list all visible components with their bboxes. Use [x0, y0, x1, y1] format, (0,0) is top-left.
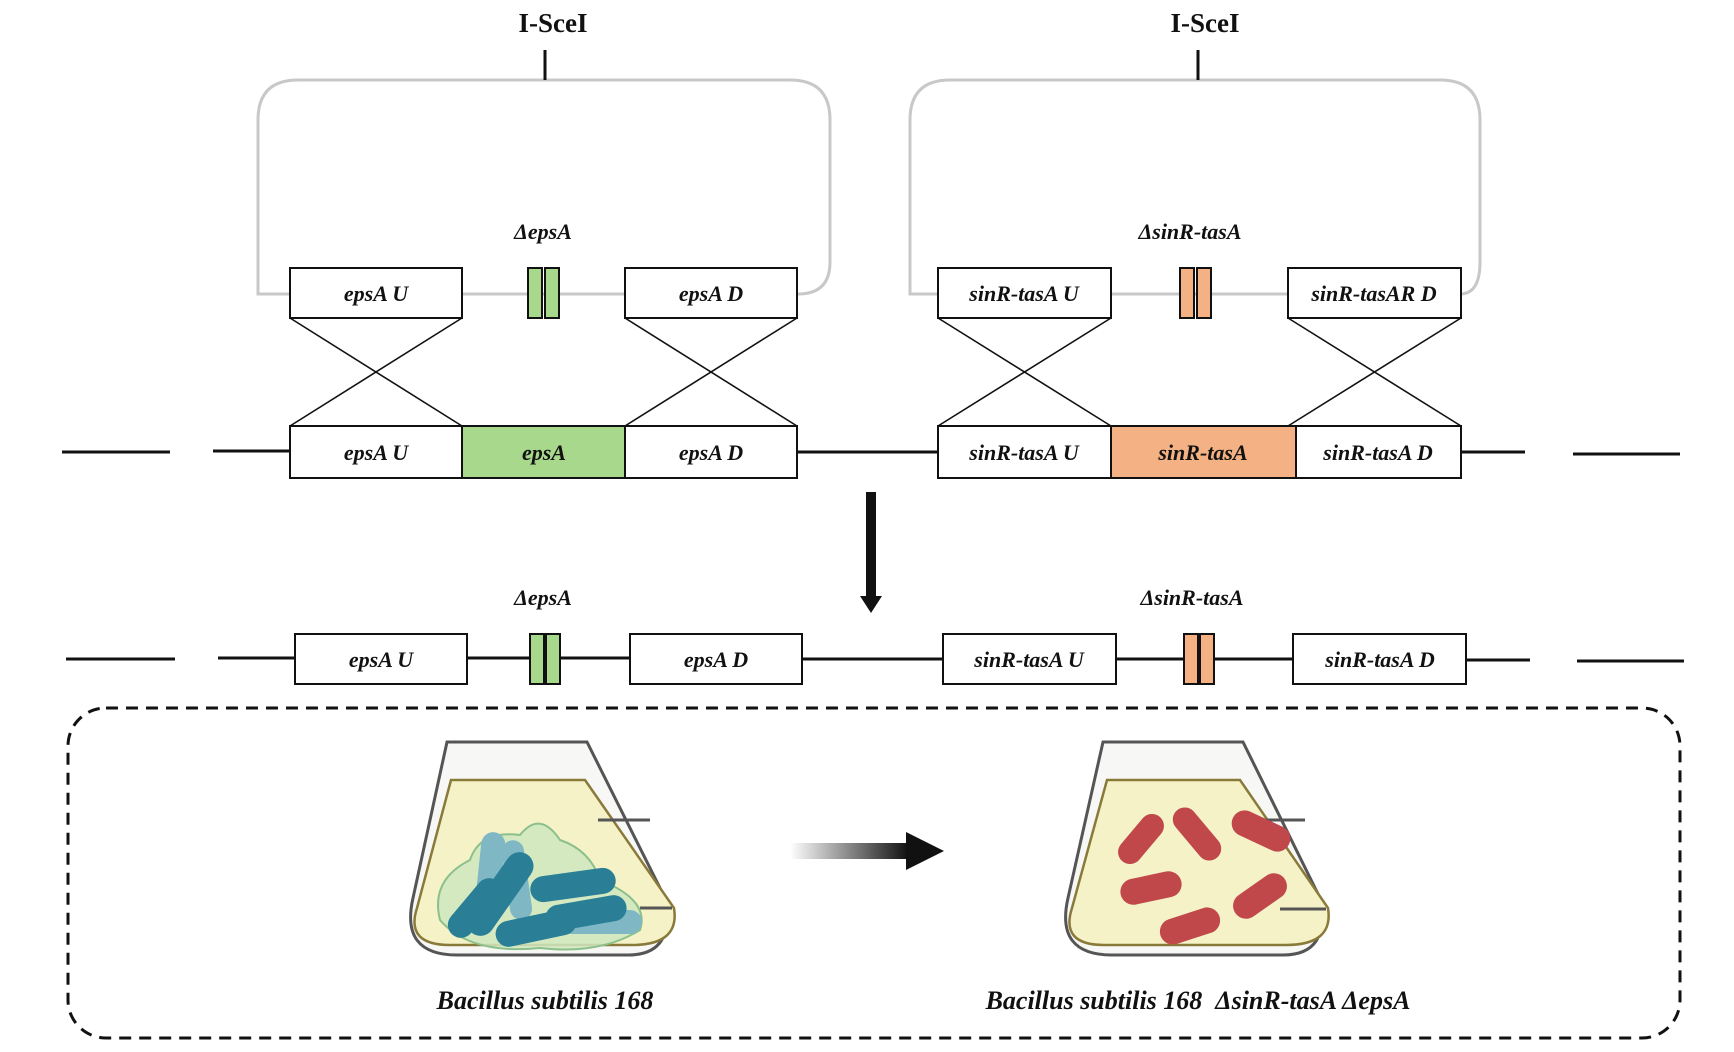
- rod-bacteria-icon: [1118, 807, 1291, 945]
- result-epsA-up-label: epsA U: [349, 647, 414, 672]
- result-sinR-up: [942, 633, 1117, 685]
- deletion-scar-left: [527, 267, 543, 319]
- homology-arm-down: [624, 267, 798, 319]
- genome-sinR-up-label: sinR-tasA U: [968, 440, 1080, 465]
- crossover-lines: [289, 317, 1462, 427]
- deletion-scar-right: [1199, 633, 1215, 685]
- homology-arm-down-label: epsA D: [679, 281, 743, 306]
- genome-epsA-down: [624, 425, 798, 479]
- homology-arm-up-label: sinR-tasA U: [968, 281, 1080, 306]
- deletion-label: ΔepsA: [513, 585, 572, 610]
- genome-sinR-gene: [1110, 425, 1297, 479]
- deletion-scar-left: [1179, 267, 1195, 319]
- result-epsA-down-label: epsA D: [684, 647, 748, 672]
- result-sinR-down-label: sinR-tasA D: [1324, 647, 1435, 672]
- plasmid-left: I-SceI ΔepsA epsA U epsA D: [256, 8, 832, 319]
- deletion-label: ΔsinR-tasA: [1139, 585, 1243, 610]
- genome-sinR-up: [937, 425, 1112, 479]
- result-sinR-up-label: sinR-tasA U: [973, 647, 1085, 672]
- deletion-scar-left: [1183, 633, 1199, 685]
- genome-wild-type: epsA U epsA epsA D sinR-tasA U sinR-tasA…: [62, 425, 1680, 479]
- homology-arm-down-label: sinR-tasAR D: [1310, 281, 1436, 306]
- isce1-site-label: I-SceI: [1171, 8, 1240, 38]
- deletion-scar-left: [529, 633, 545, 685]
- result-epsA-up: [294, 633, 468, 685]
- plasmid-right-backbone: [908, 78, 1482, 296]
- genome-sinR-down: [1295, 425, 1462, 479]
- crossover-line: [1287, 317, 1462, 427]
- crossover-line: [289, 317, 463, 427]
- strain-label-wild-type: Bacillus subtilis 168: [436, 986, 654, 1015]
- isce1-site-label: I-SceI: [519, 8, 588, 38]
- crossover-line: [624, 317, 798, 427]
- rod-bacteria-icon: [447, 832, 642, 947]
- arrow-right-icon: [790, 832, 944, 870]
- plasmid-right: I-SceI ΔsinR-tasA sinR-tasA U sinR-tasAR…: [908, 8, 1482, 319]
- deletion-scar-right: [545, 633, 561, 685]
- strain-label-mutant: Bacillus subtilis 168 ΔsinR-tasA ΔepsA: [985, 986, 1411, 1015]
- plasmid-left-backbone: [256, 78, 832, 296]
- genome-epsA-gene: [461, 425, 626, 479]
- result-epsA-down: [629, 633, 803, 685]
- strain-comparison-panel: [66, 706, 1682, 1040]
- deletion-scar-right: [544, 267, 560, 319]
- homology-arm-up-label: epsA U: [344, 281, 409, 306]
- homology-arm-up: [937, 267, 1112, 319]
- crossover-line: [937, 317, 1112, 427]
- genome-epsA-down-label: epsA D: [679, 440, 743, 465]
- genome-mutant: ΔepsA ΔsinR-tasA epsA U epsA D sinR-tasA…: [66, 585, 1684, 685]
- deletion-scar-right: [1196, 267, 1212, 319]
- genome-epsA-up-label: epsA U: [344, 440, 409, 465]
- genome-epsA-gene-label: epsA: [522, 440, 566, 465]
- homology-arm-down: [1287, 267, 1462, 319]
- genome-sinR-gene-label: sinR-tasA: [1157, 440, 1247, 465]
- arrow-down-icon: [860, 492, 882, 613]
- result-sinR-down: [1292, 633, 1467, 685]
- deletion-label: ΔepsA: [513, 219, 572, 244]
- genome-sinR-down-label: sinR-tasA D: [1322, 440, 1433, 465]
- homology-arm-up: [289, 267, 463, 319]
- deletion-label: ΔsinR-tasA: [1137, 219, 1241, 244]
